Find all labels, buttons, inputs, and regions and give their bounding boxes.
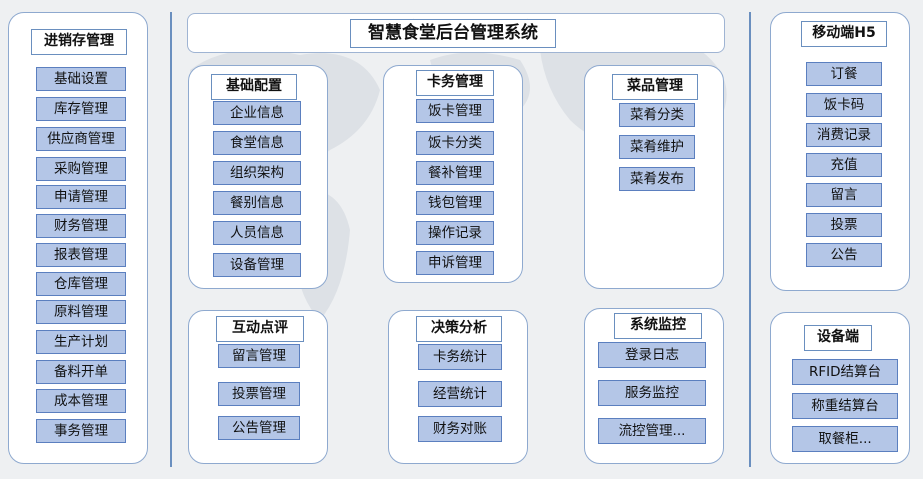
menu-item-basic[interactable]: 食堂信息 — [213, 131, 301, 155]
menu-item-left[interactable]: 申请管理 — [36, 185, 126, 209]
menu-item-mobile[interactable]: 公告 — [806, 243, 882, 267]
menu-item-card[interactable]: 申诉管理 — [416, 251, 494, 275]
menu-item-interact[interactable]: 投票管理 — [218, 382, 300, 406]
menu-item-card[interactable]: 饭卡管理 — [416, 99, 494, 123]
menu-item-left[interactable]: 报表管理 — [36, 243, 126, 267]
menu-item-card[interactable]: 操作记录 — [416, 221, 494, 245]
menu-item-left[interactable]: 备料开单 — [36, 360, 126, 384]
divider-left — [170, 12, 172, 467]
menu-item-monitor[interactable]: 服务监控 — [598, 380, 706, 406]
menu-item-basic[interactable]: 企业信息 — [213, 101, 301, 125]
menu-item-monitor[interactable]: 流控管理... — [598, 418, 706, 444]
panel-title-dish: 菜品管理 — [612, 74, 698, 100]
menu-item-device[interactable]: 称重结算台 — [792, 393, 898, 419]
menu-item-left[interactable]: 事务管理 — [36, 419, 126, 443]
menu-item-left[interactable]: 财务管理 — [36, 214, 126, 238]
menu-item-dish[interactable]: 菜肴维护 — [619, 135, 695, 159]
menu-item-left[interactable]: 库存管理 — [36, 97, 126, 121]
panel-title-device: 设备端 — [804, 325, 872, 351]
menu-item-basic[interactable]: 组织架构 — [213, 161, 301, 185]
menu-item-left[interactable]: 生产计划 — [36, 330, 126, 354]
panel-title-card: 卡务管理 — [416, 70, 494, 96]
menu-item-decision[interactable]: 财务对账 — [418, 416, 502, 442]
menu-item-left[interactable]: 供应商管理 — [36, 127, 126, 151]
panel-title-basic: 基础配置 — [211, 74, 297, 100]
page-title-label: 智慧食堂后台管理系统 — [350, 19, 556, 48]
menu-item-left[interactable]: 原料管理 — [36, 300, 126, 324]
menu-item-left[interactable]: 成本管理 — [36, 389, 126, 413]
menu-item-mobile[interactable]: 消费记录 — [806, 123, 882, 147]
menu-item-mobile[interactable]: 投票 — [806, 213, 882, 237]
menu-item-device[interactable]: 取餐柜... — [792, 426, 898, 452]
menu-item-decision[interactable]: 经营统计 — [418, 381, 502, 407]
menu-item-card[interactable]: 饭卡分类 — [416, 131, 494, 155]
menu-item-basic[interactable]: 餐别信息 — [213, 191, 301, 215]
menu-item-left[interactable]: 基础设置 — [36, 67, 126, 91]
menu-item-interact[interactable]: 公告管理 — [218, 416, 300, 440]
panel-title-left: 进销存管理 — [31, 29, 127, 55]
menu-item-mobile[interactable]: 充值 — [806, 153, 882, 177]
menu-item-decision[interactable]: 卡务统计 — [418, 344, 502, 370]
menu-item-mobile[interactable]: 饭卡码 — [806, 93, 882, 117]
menu-item-monitor[interactable]: 登录日志 — [598, 342, 706, 368]
divider-right — [749, 12, 751, 467]
menu-item-dish[interactable]: 菜肴发布 — [619, 167, 695, 191]
panel-title-monitor: 系统监控 — [614, 313, 702, 339]
menu-item-left[interactable]: 仓库管理 — [36, 272, 126, 296]
menu-item-left[interactable]: 采购管理 — [36, 157, 126, 181]
menu-item-mobile[interactable]: 留言 — [806, 183, 882, 207]
menu-item-mobile[interactable]: 订餐 — [806, 62, 882, 86]
menu-item-card[interactable]: 钱包管理 — [416, 191, 494, 215]
menu-item-device[interactable]: RFID结算台 — [792, 359, 898, 385]
menu-item-dish[interactable]: 菜肴分类 — [619, 103, 695, 127]
menu-item-basic[interactable]: 设备管理 — [213, 253, 301, 277]
panel-title-mobile: 移动端H5 — [801, 21, 887, 47]
panel-title-decision: 决策分析 — [416, 316, 502, 342]
panel-title-interact: 互动点评 — [216, 316, 304, 342]
menu-item-basic[interactable]: 人员信息 — [213, 221, 301, 245]
menu-item-interact[interactable]: 留言管理 — [218, 344, 300, 368]
menu-item-card[interactable]: 餐补管理 — [416, 161, 494, 185]
